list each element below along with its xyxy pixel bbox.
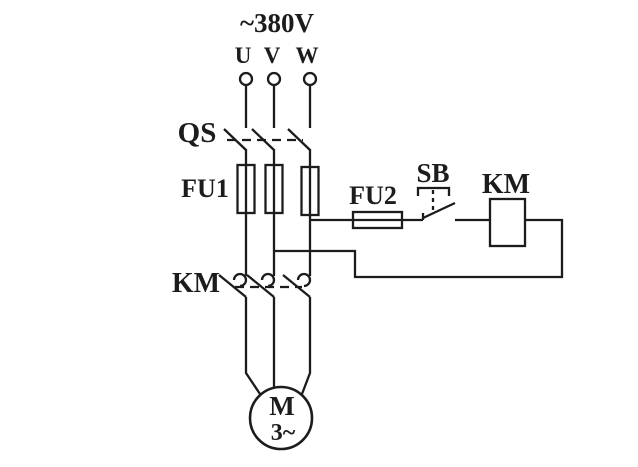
- wire-u-to-motor: [244, 297, 261, 395]
- km-blade-v: [246, 274, 275, 298]
- main-fuses-fu1: FU1: [181, 163, 320, 217]
- wire-w-to-motor: [300, 297, 312, 395]
- motor-feed-wires: [244, 297, 312, 395]
- km-contact-arc-v: [260, 272, 276, 288]
- contactor-coil-km: KM: [482, 169, 530, 248]
- phase-label-u: U: [235, 43, 252, 68]
- contactor-contacts-km: KM: [172, 268, 312, 299]
- fu1-fuse-v: [264, 163, 284, 215]
- fu1-label: FU1: [181, 174, 229, 203]
- terminal-u: [238, 71, 254, 87]
- power-supply: ~380V U V W: [235, 8, 319, 128]
- km-contact-arc-u: [232, 272, 248, 288]
- voltage-label: ~380V: [240, 8, 315, 38]
- disconnect-switch-qs: QS: [178, 117, 311, 151]
- km-blade-w: [282, 274, 311, 298]
- sb-blade: [422, 201, 456, 220]
- qs-blade-v: [251, 128, 275, 151]
- wire-coil-return: [274, 218, 564, 279]
- motor-type-label: 3~: [271, 420, 296, 446]
- fu1-fuse-w: [300, 165, 320, 217]
- motor-circle: [248, 385, 314, 451]
- phase-label-w: W: [296, 43, 319, 68]
- qs-blade-w: [287, 128, 311, 151]
- control-circuit: FU2 SB KM: [274, 158, 564, 279]
- terminal-w: [302, 71, 318, 87]
- fu2-fuse: [351, 210, 404, 230]
- sb-button-cap: [416, 186, 451, 196]
- motor: M 3~: [248, 385, 314, 451]
- phase-label-v: V: [264, 43, 281, 68]
- km-contact-arc-w: [296, 272, 312, 288]
- motor-label: M: [269, 391, 294, 421]
- qs-label: QS: [178, 117, 217, 149]
- start-button-sb: SB: [416, 158, 456, 220]
- fu1-fuse-u: [236, 163, 256, 215]
- km-contacts-label: KM: [172, 268, 220, 299]
- sb-label: SB: [416, 158, 449, 188]
- km-coil-box: [488, 197, 527, 248]
- fu2-label: FU2: [349, 181, 397, 210]
- km-blade-u: [218, 274, 247, 298]
- km-coil-label: KM: [482, 169, 530, 200]
- terminal-v: [266, 71, 282, 87]
- qs-blade-u: [223, 128, 247, 151]
